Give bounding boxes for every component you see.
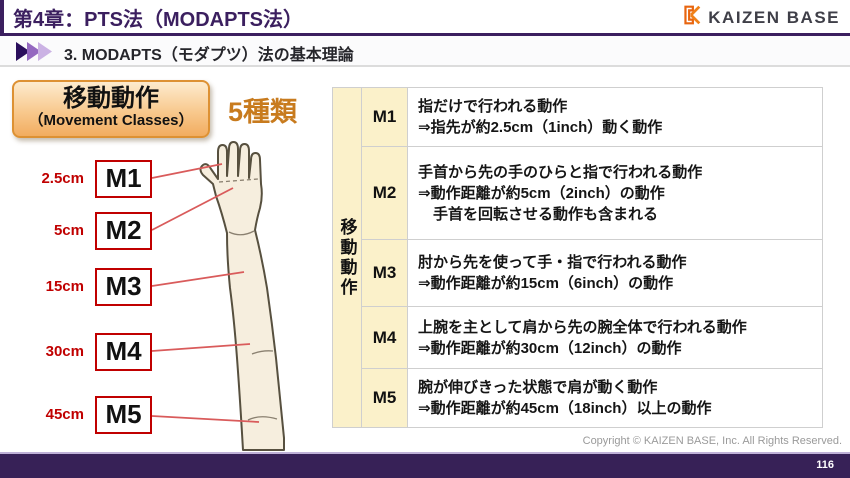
table-body: M1 指だけで行われる動作 ⇒指先が約2.5cm（1inch）動く動作 M2 手… bbox=[362, 88, 822, 427]
arm-outline bbox=[199, 141, 285, 451]
topic-title: 移動動作 bbox=[63, 85, 159, 112]
description-line: 手首から先の手のひらと指で行われる動作 bbox=[418, 163, 703, 181]
description-line: 上腕を主として肩から先の腕全体で行われる動作 bbox=[418, 318, 747, 336]
description-line: 指だけで行われる動作 bbox=[418, 98, 568, 115]
kaizen-base-logo: KAIZEN BASE bbox=[679, 3, 840, 32]
connector-line-m2 bbox=[151, 187, 234, 231]
topic-box: 移動動作 （Movement Classes） bbox=[12, 80, 210, 138]
movement-code: M2 bbox=[362, 147, 408, 239]
description-line: 手首を回転させる動作も含まれる bbox=[418, 205, 659, 223]
movement-description: 指だけで行われる動作 ⇒指先が約2.5cm（1inch）動く動作 bbox=[408, 88, 822, 146]
class-count-label: 5種類 bbox=[228, 97, 298, 127]
header-divider bbox=[0, 33, 850, 36]
movement-class-box-m4: M4 bbox=[95, 333, 152, 371]
table-row-m1: M1 指だけで行われる動作 ⇒指先が約2.5cm（1inch）動く動作 bbox=[362, 88, 822, 147]
logo-text: KAIZEN BASE bbox=[708, 7, 840, 27]
movement-description: 腕が伸びきった状態で肩が動く動作 ⇒動作距離が約45cm（18inch）以上の動… bbox=[408, 369, 822, 427]
wrist-crease bbox=[228, 230, 255, 236]
connector-line-m3 bbox=[151, 271, 245, 287]
description-line: 肘から先を使って手・指で行われる動作 bbox=[418, 254, 687, 271]
header: 第4章：PTS法（MODAPTS法） KAIZEN BASE bbox=[0, 0, 850, 33]
movement-class-table: 移動動作 M1 指だけで行われる動作 ⇒指先が約2.5cm（1inch）動く動作… bbox=[332, 87, 823, 428]
movement-class-box-m5: M5 bbox=[95, 396, 152, 434]
movement-description: 手首から先の手のひらと指で行われる動作 ⇒動作距離が約5cm（2inch）の動作… bbox=[408, 147, 822, 239]
copyright-text: Copyright © KAIZEN BASE, Inc. All Rights… bbox=[582, 435, 842, 447]
description-line: ⇒動作距離が約45cm（18inch）以上の動作 bbox=[418, 400, 712, 417]
movement-description: 上腕を主として肩から先の腕全体で行われる動作 ⇒動作距離が約30cm（12inc… bbox=[408, 307, 822, 368]
page-title: 第4章：PTS法（MODAPTS法） bbox=[13, 9, 304, 31]
lower-crease bbox=[247, 416, 278, 421]
movement-code: M5 bbox=[362, 369, 408, 427]
table-row-m4: M4 上腕を主として肩から先の腕全体で行われる動作 ⇒動作距離が約30cm（12… bbox=[362, 307, 822, 369]
distance-label-m5: 45cm bbox=[45, 406, 84, 423]
description-line: ⇒動作距離が約30cm（12inch）の動作 bbox=[418, 339, 682, 357]
section-title: 3. MODAPTS（モダプツ）法の基本理論 bbox=[64, 47, 354, 64]
arm-illustration bbox=[151, 141, 285, 451]
movement-code: M3 bbox=[362, 240, 408, 306]
movement-class-box-m3: M3 bbox=[95, 268, 152, 306]
description-line: 腕が伸びきった状態で肩が動く動作 bbox=[418, 379, 658, 396]
triple-arrow-icon bbox=[16, 42, 62, 66]
movement-code: M4 bbox=[362, 307, 408, 368]
section-banner: 3. MODAPTS（モダプツ）法の基本理論 bbox=[0, 36, 850, 67]
table-row-m5: M5 腕が伸びきった状態で肩が動く動作 ⇒動作距離が約45cm（18inch）以… bbox=[362, 369, 822, 427]
connector-line-m4 bbox=[151, 343, 251, 352]
description-line: ⇒指先が約2.5cm（1inch）動く動作 bbox=[418, 119, 663, 136]
description-line: ⇒動作距離が約5cm（2inch）の動作 bbox=[418, 184, 665, 202]
connector-line-m1 bbox=[151, 163, 223, 179]
footer-bar: 116 bbox=[0, 452, 850, 478]
distance-label-m4: 30cm bbox=[45, 343, 84, 360]
distance-label-m3: 15cm bbox=[45, 278, 84, 295]
kaizen-base-logo-icon bbox=[679, 3, 703, 32]
table-row-m2: M2 手首から先の手のひらと指で行われる動作 ⇒動作距離が約5cm（2inch）… bbox=[362, 147, 822, 240]
page-number: 116 bbox=[816, 459, 834, 471]
description-line: ⇒動作距離が約15cm（6inch）の動作 bbox=[418, 275, 674, 292]
movement-class-box-m2: M2 bbox=[95, 212, 152, 250]
connector-line-m5 bbox=[151, 415, 260, 423]
topic-subtitle: （Movement Classes） bbox=[28, 111, 194, 129]
elbow-crease bbox=[251, 350, 274, 355]
distance-label-m2: 5cm bbox=[53, 222, 84, 239]
movement-description: 肘から先を使って手・指で行われる動作 ⇒動作距離が約15cm（6inch）の動作 bbox=[408, 240, 822, 306]
movement-class-box-m1: M1 bbox=[95, 160, 152, 198]
movement-code: M1 bbox=[362, 88, 408, 146]
distance-label-m1: 2.5cm bbox=[41, 170, 84, 187]
table-row-m3: M3 肘から先を使って手・指で行われる動作 ⇒動作距離が約15cm（6inch）… bbox=[362, 240, 822, 307]
table-row-header: 移動動作 bbox=[333, 88, 362, 427]
